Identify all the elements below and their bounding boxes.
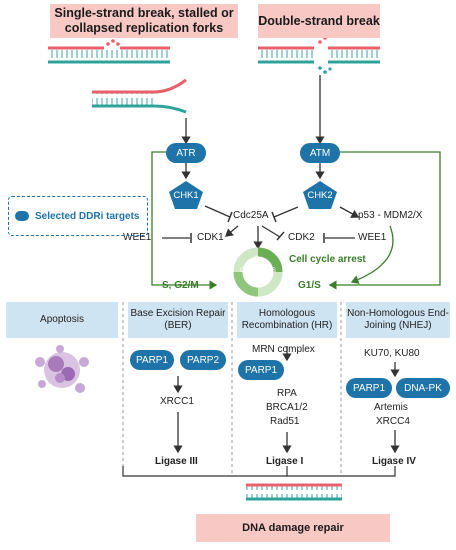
nhej-dnapk-node: DNA-PK bbox=[396, 378, 450, 398]
legend-label: Selected DDRi targets bbox=[35, 210, 140, 222]
cdc25a-label: Cdc25A bbox=[233, 210, 269, 221]
ber-ligase-label: Ligase III bbox=[155, 456, 198, 467]
cell-cycle-wheel-icon bbox=[233, 247, 283, 297]
nhej-header: Non-Homologous End-Joining (NHEJ) bbox=[346, 302, 450, 338]
ber-parp2-node: PARP2 bbox=[180, 350, 226, 370]
ber-header: Base Excision Repair (BER) bbox=[128, 302, 228, 338]
cdk2-label: CDK2 bbox=[288, 232, 315, 243]
hr-header: Homologous Recombination (HR) bbox=[237, 302, 337, 338]
legend-box: Selected DDRi targets bbox=[8, 196, 148, 236]
apoptosis-header: Apoptosis bbox=[6, 302, 118, 338]
dna-repaired-icon bbox=[246, 483, 342, 501]
nhej-parp1-node: PARP1 bbox=[346, 378, 392, 398]
wheel-letter: G bbox=[254, 256, 259, 262]
dna-dsb-icon bbox=[258, 32, 380, 74]
hr-rad51-label: Rad51 bbox=[270, 416, 300, 427]
wheel-letter: M bbox=[256, 284, 261, 290]
dna-ssb-icon bbox=[48, 34, 170, 64]
hr-rpa-label: RPA bbox=[277, 388, 297, 399]
ssb-title: Single-strand break, stalled or collapse… bbox=[50, 4, 238, 38]
wheel-letter: G bbox=[240, 268, 245, 274]
wheel-letter: S bbox=[272, 268, 277, 274]
chk1-label: CHK1 bbox=[173, 190, 199, 201]
ber-parp1-node: PARP1 bbox=[130, 350, 174, 370]
cell-cycle-arrest-label: Cell cycle arrest bbox=[289, 254, 366, 265]
nhej-ku-label: KU70, KU80 bbox=[364, 348, 420, 359]
hr-mrn-label: MRN complex bbox=[252, 344, 315, 355]
atm-node: ATM bbox=[300, 143, 340, 163]
chk1-node: CHK1 bbox=[168, 180, 204, 210]
g1s-label: G1/S bbox=[298, 280, 321, 291]
dsb-title: Double-strand break bbox=[258, 4, 380, 38]
apoptotic-cell-icon bbox=[35, 345, 89, 393]
hr-brca-label: BRCA1/2 bbox=[266, 402, 308, 413]
dna-damage-repair-footer: DNA damage repair bbox=[196, 514, 390, 542]
wee1-left-label: WEE1 bbox=[123, 232, 152, 243]
chk2-node: CHK2 bbox=[302, 180, 338, 210]
hr-parp1-node: PARP1 bbox=[238, 360, 284, 380]
p53-label: p53 - MDM2/X bbox=[358, 210, 423, 221]
atr-node: ATR bbox=[166, 143, 206, 163]
s-g2m-label: S, G2/M bbox=[162, 280, 199, 291]
hr-ligase-label: Ligase I bbox=[266, 456, 304, 467]
nhej-artemis-label: Artemis bbox=[374, 402, 408, 413]
wee1-right-label: WEE1 bbox=[358, 232, 387, 243]
replication-fork-icon bbox=[92, 78, 187, 114]
nhej-xrcc4-label: XRCC4 bbox=[376, 416, 410, 427]
chk2-label: CHK2 bbox=[307, 190, 333, 201]
cdk1-label: CDK1 bbox=[197, 232, 224, 243]
ber-xrcc1-label: XRCC1 bbox=[160, 396, 194, 407]
ddri-target-swatch-icon bbox=[15, 211, 29, 221]
nhej-ligase-label: Ligase IV bbox=[372, 456, 416, 467]
